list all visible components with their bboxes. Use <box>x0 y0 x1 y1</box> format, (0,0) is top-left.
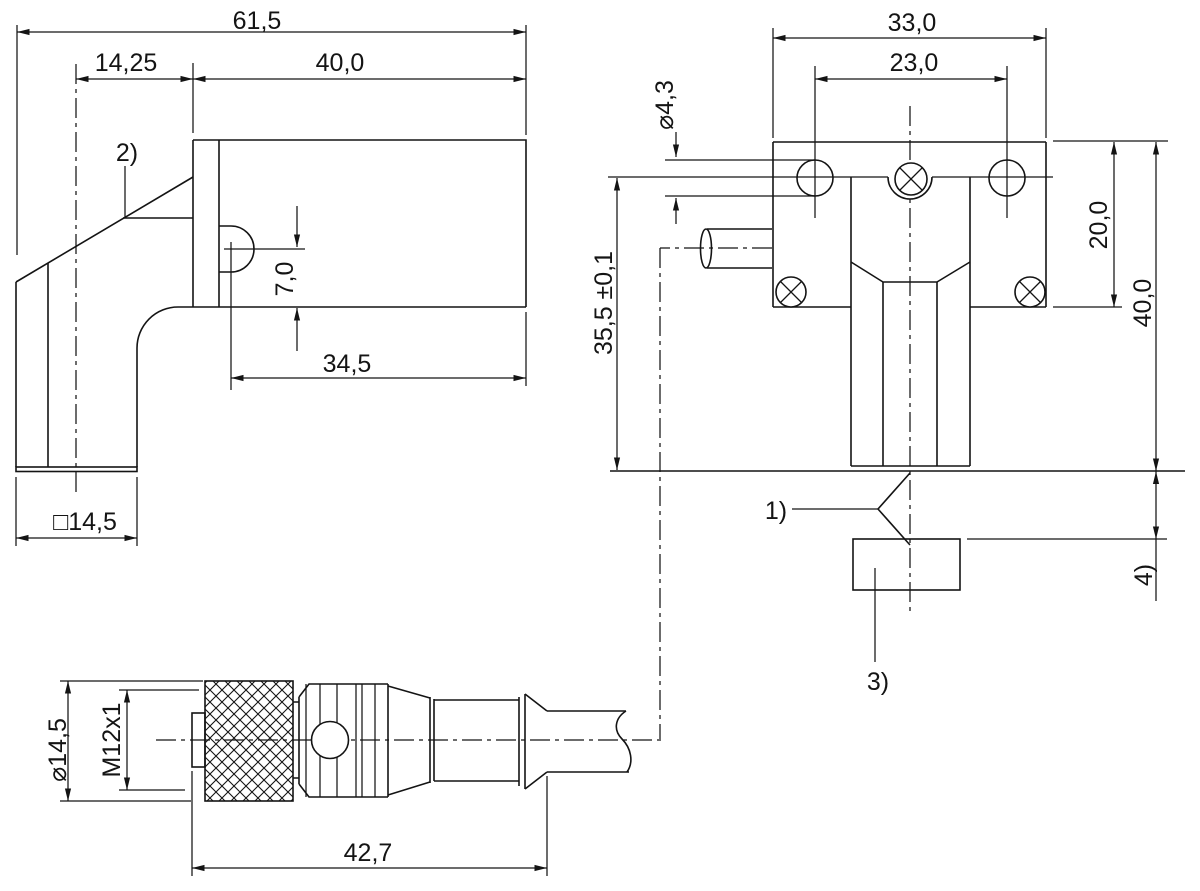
cable-break-icon <box>615 710 632 773</box>
cable <box>547 710 632 773</box>
dim-housing-length-text: 40,0 <box>316 49 365 77</box>
screw-notch <box>887 176 933 200</box>
extension-line <box>15 477 138 546</box>
dim-bracket-width-text: 33,0 <box>888 9 937 37</box>
screw-cross-icon <box>1014 276 1046 308</box>
sensor-housing-outline <box>178 139 527 390</box>
dim-hole-spacing-text: 23,0 <box>890 49 939 77</box>
note-beam-text: 1) <box>765 497 787 525</box>
note-sensing-distance-text: 4) <box>1130 564 1158 586</box>
dim-optic-depth-text: 34,5 <box>323 350 372 378</box>
extension-line <box>191 771 548 876</box>
mounting-bracket-outline <box>15 176 194 473</box>
side-view: 61,5 14,25 40,0 2) 7,0 <box>15 7 527 546</box>
dim-connector-length-text: 42,7 <box>344 839 393 867</box>
optic-center-cross <box>224 242 305 390</box>
screw-cross-icon <box>775 276 807 308</box>
bracket-plate-outline <box>608 141 1053 308</box>
extension-line <box>1053 140 1168 308</box>
hole-tangent-lines <box>665 159 815 197</box>
connector-housing <box>298 683 389 798</box>
screw-cross-icon <box>894 162 928 196</box>
connector-neck <box>293 701 299 779</box>
mounting-hole <box>988 159 1026 197</box>
dim-overall-height-text: 40,0 <box>1129 279 1157 328</box>
dim-connector-diameter-text: ⌀14,5 <box>44 718 72 782</box>
bracket-foot <box>15 466 138 473</box>
light-beam-icon <box>876 472 911 546</box>
sensor-body-outline <box>850 177 971 467</box>
extension-line <box>772 28 1047 138</box>
dim-hole-diameter-text: ⌀4,3 <box>651 80 679 130</box>
extension-line <box>119 689 199 791</box>
dim-bracket-offset-text: 14,25 <box>95 49 158 77</box>
strain-relief <box>387 685 548 796</box>
dim-overall-length-text: 61,5 <box>233 7 282 35</box>
reference-object <box>852 538 961 591</box>
dim-thread-text: M12x1 <box>98 702 126 777</box>
dim-optic-height-text: 7,0 <box>271 262 299 297</box>
connector-view: ⌀14,5 M12x1 42,7 <box>44 680 664 876</box>
housing-hole <box>310 720 350 760</box>
dim-bracket-square-text: □14,5 <box>53 508 117 536</box>
cable-routing-centerline <box>659 247 772 739</box>
note-object-text: 3) <box>867 668 889 696</box>
knurled-grip <box>204 680 294 802</box>
note-bracket-text: 2) <box>116 139 138 167</box>
extension-line <box>60 680 203 802</box>
dim-mounting-height-text: 35,5 ±0,1 <box>590 251 618 355</box>
front-view: 33,0 23,0 ⌀4,3 <box>590 9 1185 739</box>
dim-bracket-height-text: 20,0 <box>1085 201 1113 250</box>
